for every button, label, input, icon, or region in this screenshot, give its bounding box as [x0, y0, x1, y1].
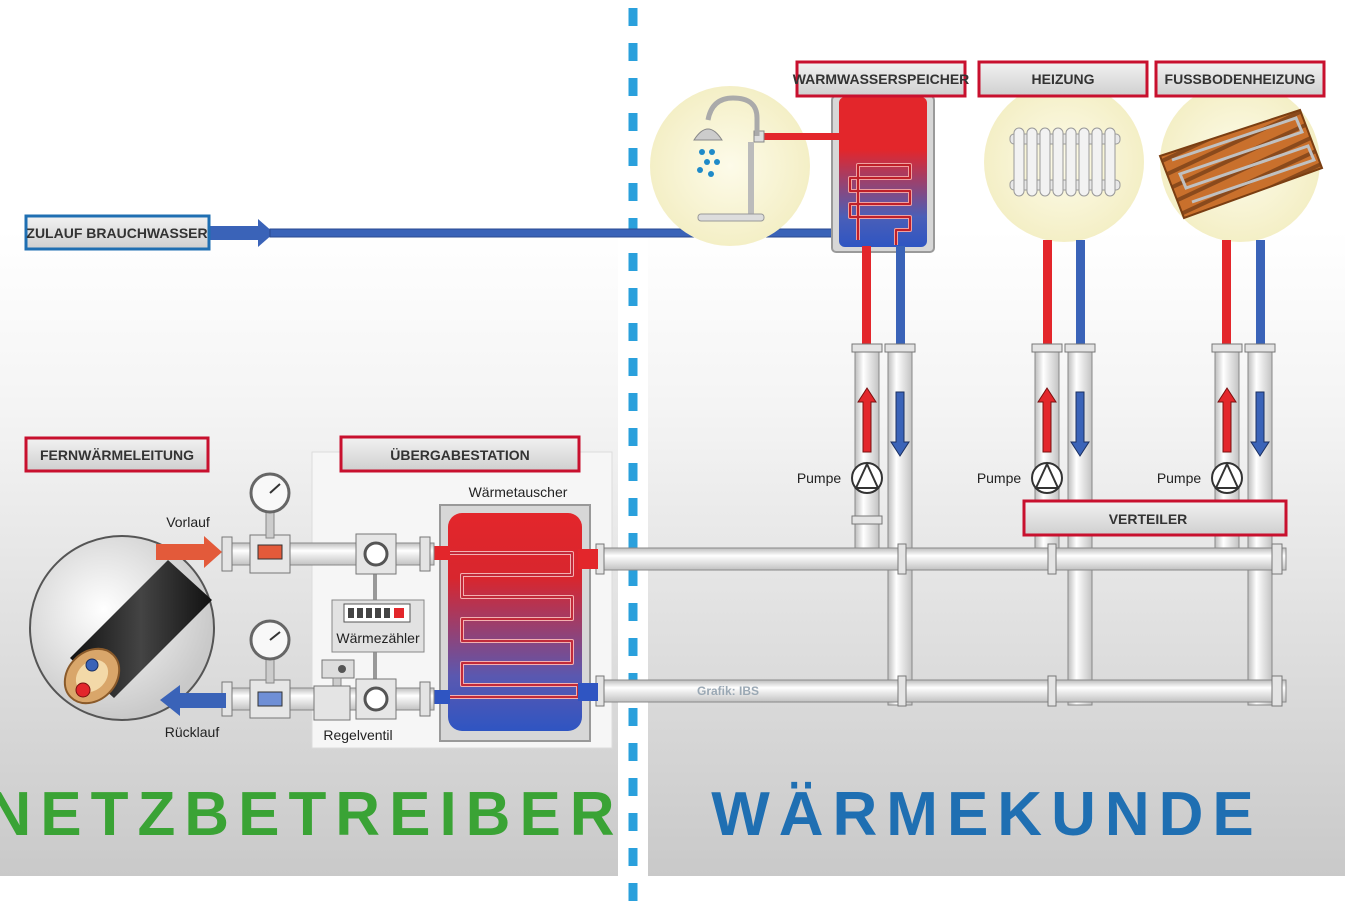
svg-text:HEIZUNG: HEIZUNG [1032, 71, 1095, 87]
supply-flow-sensor [249, 534, 291, 574]
svg-text:ZULAUF BRAUCHWASSER: ZULAUF BRAUCHWASSER [26, 225, 207, 241]
label-pumpe-3: Pumpe [1157, 470, 1202, 486]
pressure-gauge-icon [249, 619, 291, 684]
cold-water-supply-line [210, 219, 839, 247]
label-waermetauscher: Wärmetauscher [469, 484, 568, 500]
label-ruecklauf: Rücklauf [165, 724, 220, 740]
return-flow-sensor [249, 679, 291, 719]
flow-up-arrow-icon [1037, 387, 1057, 453]
shower-icon [693, 95, 840, 222]
return-flow-arrow [160, 685, 226, 716]
distribution-pipes [595, 543, 1287, 707]
label-uebergabestation: ÜBERGABESTATION [339, 435, 581, 473]
label-zulauf-brauchwasser: ZULAUF BRAUCHWASSER [24, 214, 211, 251]
flow-down-arrow-icon [890, 391, 910, 457]
supply-flow-arrow [156, 536, 222, 568]
radiator-icon [1009, 127, 1121, 197]
svg-text:FERNWÄRMELEITUNG: FERNWÄRMELEITUNG [40, 447, 194, 463]
svg-text:FUSSBODENHEIZUNG: FUSSBODENHEIZUNG [1165, 71, 1316, 87]
label-verteiler: VERTEILER [1022, 499, 1288, 537]
label-fussbodenheizung: FUSSBODENHEIZUNG [1154, 60, 1326, 98]
heat-meter-sensor-bottom [355, 678, 397, 720]
label-regelventil: Regelventil [323, 727, 392, 743]
svg-text:ÜBERGABESTATION: ÜBERGABESTATION [390, 447, 529, 463]
flow-down-arrow-icon [1070, 391, 1090, 457]
svg-text:VERTEILER: VERTEILER [1109, 511, 1188, 527]
floor-heating-icon [1158, 108, 1324, 220]
label-vorlauf: Vorlauf [166, 514, 210, 530]
flow-up-arrow-icon [1217, 387, 1237, 453]
title-waermekunde: WÄRMEKUNDE [711, 780, 1263, 849]
label-heizung: HEIZUNG [977, 60, 1149, 98]
riser-pipes [862, 240, 1265, 346]
heat-meter-sensor-top [355, 533, 397, 575]
heat-meter-icon [331, 599, 425, 653]
label-warmwasserspeicher: WARMWASSERSPEICHER [793, 60, 970, 98]
district-heating-pipe-icon [29, 535, 215, 721]
heat-exchanger [432, 504, 598, 742]
control-valve-icon [313, 659, 355, 721]
shower-circle [650, 86, 810, 246]
title-netzbetreiber: NETZBETREIBER [0, 780, 624, 849]
graphic-credit: Grafik: IBS [697, 684, 759, 698]
heizung-circle [984, 82, 1144, 242]
label-pumpe-1: Pumpe [797, 470, 842, 486]
label-waermezaehler: Wärmezähler [336, 630, 420, 646]
flow-down-arrow-icon [1250, 391, 1270, 457]
label-fernwaermeleitung: FERNWÄRMELEITUNG [24, 436, 210, 473]
divider-band [618, 0, 648, 913]
svg-text:WARMWASSERSPEICHER: WARMWASSERSPEICHER [793, 71, 970, 87]
flow-up-arrow-icon [857, 387, 877, 453]
label-pumpe-2: Pumpe [977, 470, 1022, 486]
hot-water-tank [831, 95, 935, 253]
pressure-gauge-icon [249, 472, 291, 539]
